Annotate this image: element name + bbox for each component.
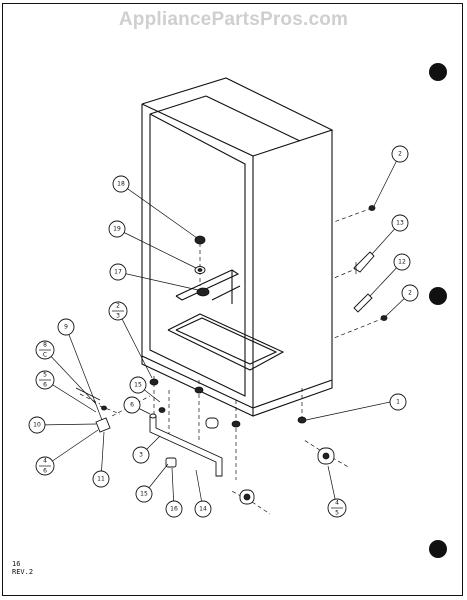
callout-11: 11 bbox=[92, 470, 110, 488]
leader-lines bbox=[36, 153, 411, 510]
leveler-part bbox=[149, 378, 159, 386]
watermark: AppliancePartsPros.com bbox=[118, 9, 349, 30]
svg-text:14: 14 bbox=[199, 506, 207, 513]
callout-19: 19 bbox=[108, 220, 126, 238]
callout-12: 12 bbox=[393, 253, 411, 271]
bushing-part bbox=[196, 287, 210, 297]
callout-10: 10 bbox=[28, 416, 46, 434]
washer-part bbox=[297, 416, 307, 424]
registration-dot bbox=[429, 63, 447, 81]
drawing-number: 16 bbox=[12, 560, 21, 568]
callout-2: 2 bbox=[391, 145, 409, 163]
clip-part bbox=[165, 457, 177, 468]
svg-text:2: 2 bbox=[398, 151, 402, 158]
callout-8-c: 8C bbox=[35, 340, 55, 360]
callout-4-5: 45 bbox=[327, 498, 347, 518]
screw-part bbox=[368, 205, 376, 211]
callout-16: 16 bbox=[165, 500, 183, 518]
svg-text:5: 5 bbox=[335, 510, 339, 517]
roller-part bbox=[205, 417, 219, 429]
callout-2-3: 23 bbox=[108, 301, 128, 321]
callout-1: 1 bbox=[389, 393, 407, 411]
svg-text:15: 15 bbox=[134, 382, 142, 389]
leveler-part bbox=[231, 420, 241, 428]
callout-5-6: 56 bbox=[35, 370, 55, 390]
parts bbox=[75, 205, 388, 505]
svg-text:19: 19 bbox=[113, 226, 121, 233]
svg-text:C: C bbox=[43, 352, 47, 359]
svg-text:2: 2 bbox=[116, 303, 120, 310]
callout-15: 15 bbox=[129, 376, 147, 394]
svg-text:5: 5 bbox=[43, 372, 47, 379]
callout-9: 9 bbox=[57, 318, 75, 336]
callout-15b: 15 bbox=[135, 485, 153, 503]
svg-text:4: 4 bbox=[335, 500, 339, 507]
svg-text:6: 6 bbox=[43, 382, 47, 389]
callout-2b: 2 bbox=[401, 284, 419, 302]
registration-dot bbox=[429, 287, 447, 305]
callout-14: 14 bbox=[194, 500, 212, 518]
svg-text:15: 15 bbox=[140, 491, 148, 498]
hinge-pin-part bbox=[353, 293, 373, 313]
svg-text:11: 11 bbox=[97, 476, 105, 483]
bracket-part bbox=[95, 417, 111, 433]
callout-3: 3 bbox=[132, 446, 150, 464]
svg-text:13: 13 bbox=[396, 220, 404, 227]
svg-text:12: 12 bbox=[398, 259, 406, 266]
screw-part bbox=[380, 315, 388, 321]
svg-text:1: 1 bbox=[396, 399, 400, 406]
svg-text:3: 3 bbox=[116, 313, 120, 320]
nut-part bbox=[158, 407, 166, 413]
refrigerator-cabinet bbox=[141, 77, 334, 417]
callouts: 2 13 12 2 1 18 19 17 23 9 8C 56 15 6 10 … bbox=[28, 145, 419, 518]
hinge-bracket-part bbox=[353, 251, 375, 273]
svg-text:2: 2 bbox=[408, 290, 412, 297]
svg-text:8: 8 bbox=[43, 342, 47, 349]
svg-text:16: 16 bbox=[170, 506, 178, 513]
callout-17: 17 bbox=[109, 263, 127, 281]
svg-text:3: 3 bbox=[139, 452, 143, 459]
svg-text:6: 6 bbox=[130, 402, 134, 409]
tube-assembly-part bbox=[149, 415, 223, 477]
diagram-border bbox=[2, 3, 463, 596]
callout-4-6: 46 bbox=[35, 456, 55, 476]
leveler-part bbox=[194, 386, 204, 394]
callout-18: 18 bbox=[112, 175, 130, 193]
svg-text:18: 18 bbox=[117, 181, 125, 188]
svg-text:6: 6 bbox=[43, 468, 47, 475]
svg-text:9: 9 bbox=[64, 324, 68, 331]
registration-dot bbox=[429, 540, 447, 558]
svg-text:4: 4 bbox=[43, 458, 47, 465]
revision-label: REV.2 bbox=[12, 568, 34, 576]
callout-13: 13 bbox=[391, 214, 409, 232]
callout-6: 6 bbox=[123, 396, 141, 414]
svg-text:10: 10 bbox=[33, 422, 41, 429]
revision-code: 16 REV.2 bbox=[12, 560, 33, 576]
cap-part bbox=[194, 235, 206, 245]
svg-text:17: 17 bbox=[114, 269, 122, 276]
